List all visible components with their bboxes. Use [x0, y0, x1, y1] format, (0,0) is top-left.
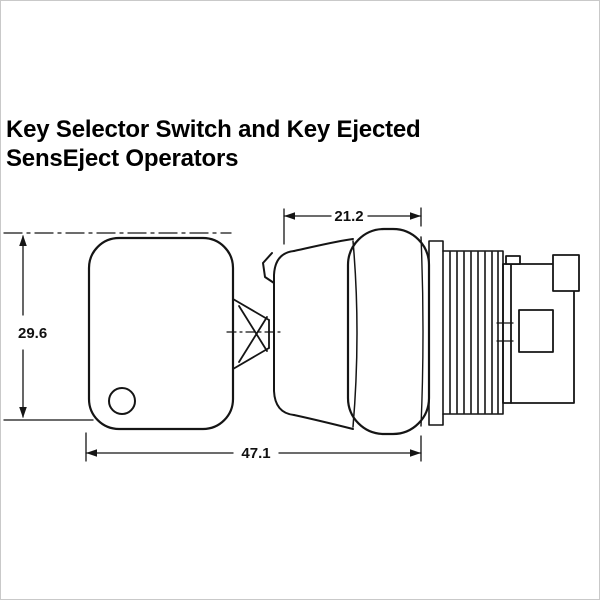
dimension-top-width: 21.2 [283, 207, 422, 245]
key-blade [226, 298, 282, 370]
arrowhead-up [19, 235, 27, 246]
key-head [87, 236, 235, 431]
top-tab [505, 255, 521, 265]
dimension-overall-width: 47.1 [85, 432, 422, 462]
page-title: Key Selector Switch and Key Ejected Sens… [6, 115, 421, 173]
key-slot-notch [262, 252, 275, 284]
operator-knob [262, 238, 358, 430]
knob-joint-curve [352, 240, 358, 428]
dim-label-top-width: 21.2 [334, 208, 363, 225]
operator-bezel [346, 227, 431, 436]
panel-flange [428, 240, 444, 426]
arrowhead-left [284, 212, 295, 220]
knob-top-edge [293, 238, 354, 252]
bezel-rim-line [420, 236, 424, 427]
threaded-mount [428, 240, 504, 426]
arrowhead-left [86, 449, 97, 457]
title-line-1: Key Selector Switch and Key Ejected [6, 116, 421, 143]
dim-label-overall-width: 47.1 [241, 445, 270, 462]
knob-front-face [273, 250, 295, 416]
arrowhead-down [19, 407, 27, 418]
switch-body [496, 254, 580, 404]
title-line-2: SensEject Operators [6, 145, 239, 172]
key-ring-hole [108, 387, 136, 415]
barrel-outline [442, 250, 504, 415]
terminal-hole [518, 309, 554, 353]
latch-clip [552, 254, 580, 292]
arrowhead-right [410, 212, 421, 220]
arrowhead-right [410, 449, 421, 457]
dim-label-key-height: 29.6 [18, 325, 47, 342]
knob-bottom-edge [293, 414, 354, 430]
dimension-key-height: 29.6 [3, 232, 232, 421]
